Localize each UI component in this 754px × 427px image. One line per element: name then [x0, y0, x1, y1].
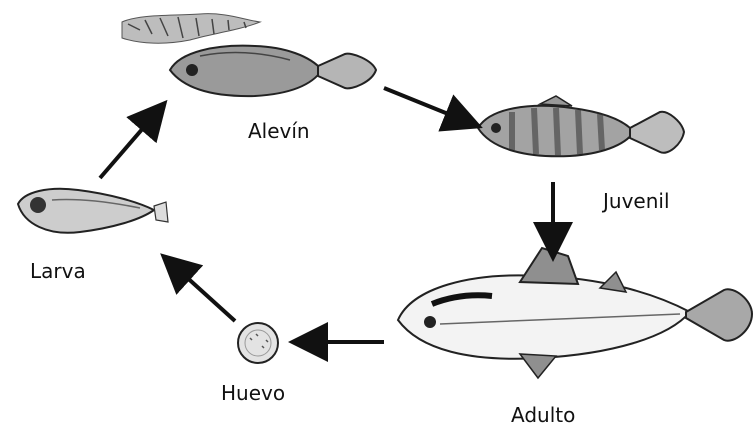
label-alevin: Alevín — [248, 121, 310, 141]
egg-illustration — [238, 323, 278, 363]
egg-cluster-illustration — [122, 14, 260, 44]
label-huevo: Huevo — [221, 383, 285, 403]
label-larva: Larva — [30, 261, 86, 281]
juvenile-fish-illustration — [478, 96, 684, 156]
arrow-alevin-to-juvenil — [384, 88, 468, 122]
label-juvenil: Juvenil — [603, 191, 670, 211]
alevin-fish-illustration — [170, 46, 376, 96]
arrow-huevo-to-larva — [172, 264, 235, 321]
arrow-larva-to-alevin — [100, 112, 157, 178]
label-adulto: Adulto — [511, 405, 575, 425]
larva-illustration — [18, 189, 168, 233]
adult-fish-illustration — [398, 248, 752, 378]
